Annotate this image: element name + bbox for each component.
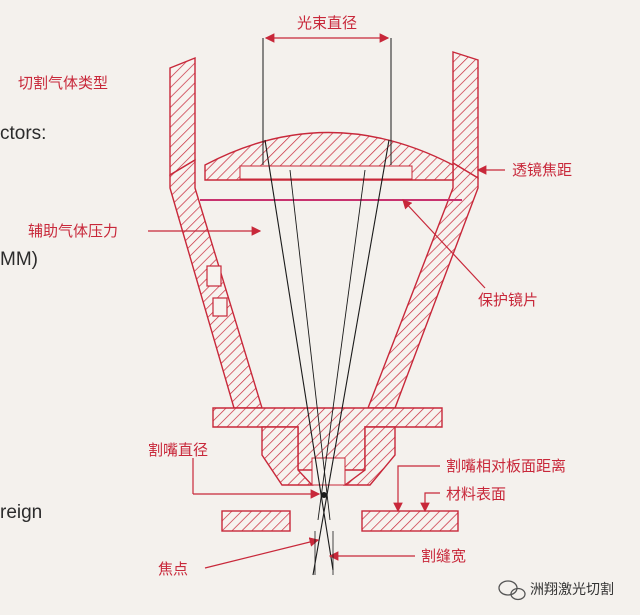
watermark-text: 洲翔激光切割 bbox=[530, 581, 614, 598]
nozzle-diameter-label: 割嘴直径 bbox=[148, 441, 208, 459]
material-surface-leader bbox=[420, 492, 440, 513]
kerf-width-label: 割缝宽 bbox=[421, 547, 466, 565]
cropped-text-ctors: ctors: bbox=[0, 123, 46, 144]
workpiece-left bbox=[221, 510, 291, 532]
workpiece-right bbox=[361, 510, 459, 532]
lens-inner-clear bbox=[239, 165, 413, 180]
focus-point bbox=[321, 492, 327, 498]
focus-leader bbox=[204, 537, 320, 569]
watermark: 洲翔激光切割 bbox=[498, 580, 614, 601]
cropped-text-reign: reign bbox=[0, 502, 42, 523]
lens-focal-length-label: 透镜焦距 bbox=[512, 161, 572, 179]
plate-distance-leader bbox=[393, 465, 440, 513]
beam-ray-right bbox=[312, 139, 390, 576]
beam-ray-inner-left bbox=[289, 169, 331, 521]
protective-lens-leader bbox=[402, 199, 486, 289]
assist-gas-pressure-label: 辅助气体压力 bbox=[28, 222, 118, 240]
side-window-lower bbox=[212, 297, 228, 317]
side-window-upper bbox=[206, 265, 222, 287]
nozzle-right-wall bbox=[452, 51, 479, 180]
beam-ray-inner-right bbox=[317, 169, 366, 521]
cutting-gas-type-label: 切割气体类型 bbox=[18, 74, 108, 92]
wechat-icon bbox=[498, 580, 526, 601]
beam-ray-left bbox=[264, 139, 334, 571]
protective-lens-label: 保护镜片 bbox=[478, 291, 538, 309]
beam-diameter-label: 光束直径 bbox=[297, 14, 357, 32]
material-surface-label: 材料表面 bbox=[446, 485, 506, 503]
focus-label: 焦点 bbox=[158, 560, 188, 578]
nozzle-to-plate-distance-label: 割嘴相对板面距离 bbox=[446, 457, 566, 475]
nozzle-left-wall bbox=[169, 56, 196, 177]
cropped-text-mm: MM) bbox=[0, 249, 38, 270]
